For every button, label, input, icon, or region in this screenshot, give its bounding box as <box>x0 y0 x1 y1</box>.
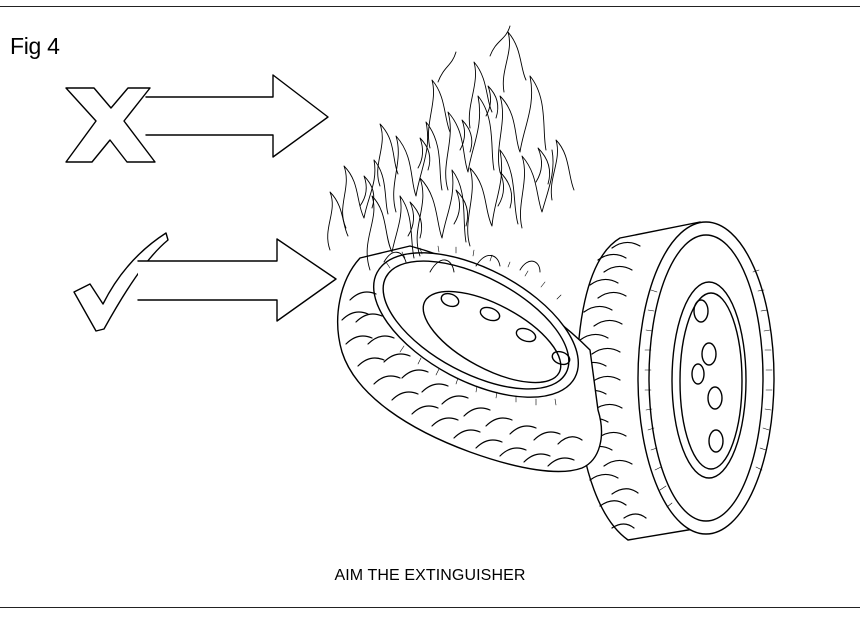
arrow-right-icon <box>145 74 329 158</box>
figure-label: Fig 4 <box>10 33 60 59</box>
tire-icon <box>576 221 775 541</box>
tire-icon <box>337 245 603 473</box>
check-mark-icon <box>73 232 169 332</box>
figure-caption: AIM THE EXTINGUISHER <box>334 567 526 584</box>
figure-frame <box>0 6 860 608</box>
arrow-right-icon <box>137 238 337 322</box>
x-mark-icon <box>65 87 156 163</box>
flames-icon <box>327 25 575 273</box>
